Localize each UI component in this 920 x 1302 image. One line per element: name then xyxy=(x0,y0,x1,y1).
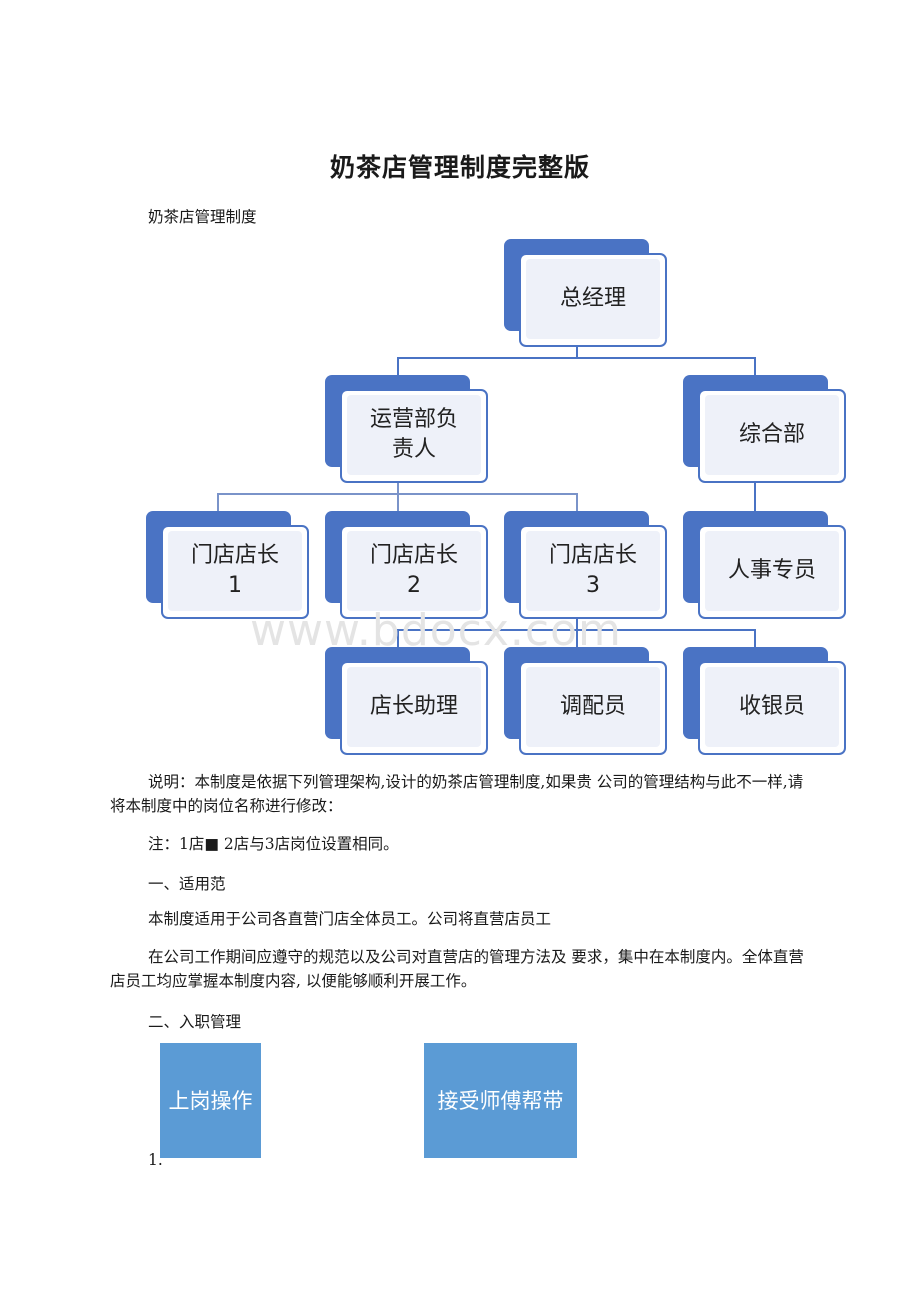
org-node-label: 门店店长 2 xyxy=(347,531,481,611)
org-node-assistant: 店长助理 xyxy=(325,647,488,755)
connector xyxy=(754,482,756,512)
section-paragraph: 本制度适用于公司各直营门店全体员工。公司将直营店员工 xyxy=(148,910,552,928)
org-node-label: 综合部 xyxy=(705,395,839,475)
org-node-store-manager-1: 门店店长 1 xyxy=(146,511,309,619)
section-heading: 二、入职管理 xyxy=(148,1013,242,1031)
connector xyxy=(217,493,219,512)
org-node-store-manager-2: 门店店长 2 xyxy=(325,511,488,619)
org-node-ops-dept: 运营部负 责人 xyxy=(325,375,488,483)
connector xyxy=(397,357,399,376)
connector xyxy=(754,629,756,648)
org-node-store-manager-3: 门店店长 3 xyxy=(504,511,667,619)
org-node-label: 门店店长 1 xyxy=(168,531,302,611)
document-subtitle: 奶茶店管理制度 xyxy=(148,208,257,226)
org-node-mixer: 调配员 xyxy=(504,647,667,755)
connector xyxy=(397,493,399,512)
connector xyxy=(754,357,756,376)
flow-box-mentoring: 接受师傅帮带 xyxy=(424,1043,577,1158)
section-heading: 一、适用范 xyxy=(148,875,226,893)
connector xyxy=(576,629,578,648)
connector xyxy=(397,629,399,648)
connector xyxy=(576,493,578,512)
list-marker: 1. xyxy=(148,1151,163,1169)
org-node-label: 店长助理 xyxy=(347,667,481,747)
org-node-general-dept: 综合部 xyxy=(683,375,846,483)
section-paragraph: 在公司工作期间应遵守的规范以及公司对直营店的管理方法及 要求，集中在本制度内。全… xyxy=(110,948,804,990)
explanation-paragraph: 说明：本制度是依据下列管理架构,设计的奶茶店管理制度,如果贵 公司的管理结构与此… xyxy=(110,773,804,815)
org-node-hr: 人事专员 xyxy=(683,511,846,619)
note-paragraph: 注：1店■ 2店与3店岗位设置相同。 xyxy=(148,835,399,853)
org-node-label: 调配员 xyxy=(526,667,660,747)
connector xyxy=(576,617,578,630)
org-node-label: 总经理 xyxy=(526,259,660,339)
org-node-cashier: 收银员 xyxy=(683,647,846,755)
connector xyxy=(397,357,756,359)
connector xyxy=(576,344,578,358)
flow-box-onboard: 上岗操作 xyxy=(160,1043,261,1158)
watermark: www.bdocx.com xyxy=(250,605,622,656)
org-node-label: 人事专员 xyxy=(705,531,839,611)
connector xyxy=(397,482,399,494)
document-title: 奶茶店管理制度完整版 xyxy=(329,153,590,182)
flow-box-label: 上岗操作 xyxy=(168,1089,253,1113)
org-node-label: 运营部负 责人 xyxy=(347,395,481,475)
flow-box-label: 接受师傅帮带 xyxy=(437,1089,564,1113)
org-node-label: 门店店长 3 xyxy=(526,531,660,611)
org-node-general-manager: 总经理 xyxy=(504,239,667,347)
org-node-label: 收银员 xyxy=(705,667,839,747)
